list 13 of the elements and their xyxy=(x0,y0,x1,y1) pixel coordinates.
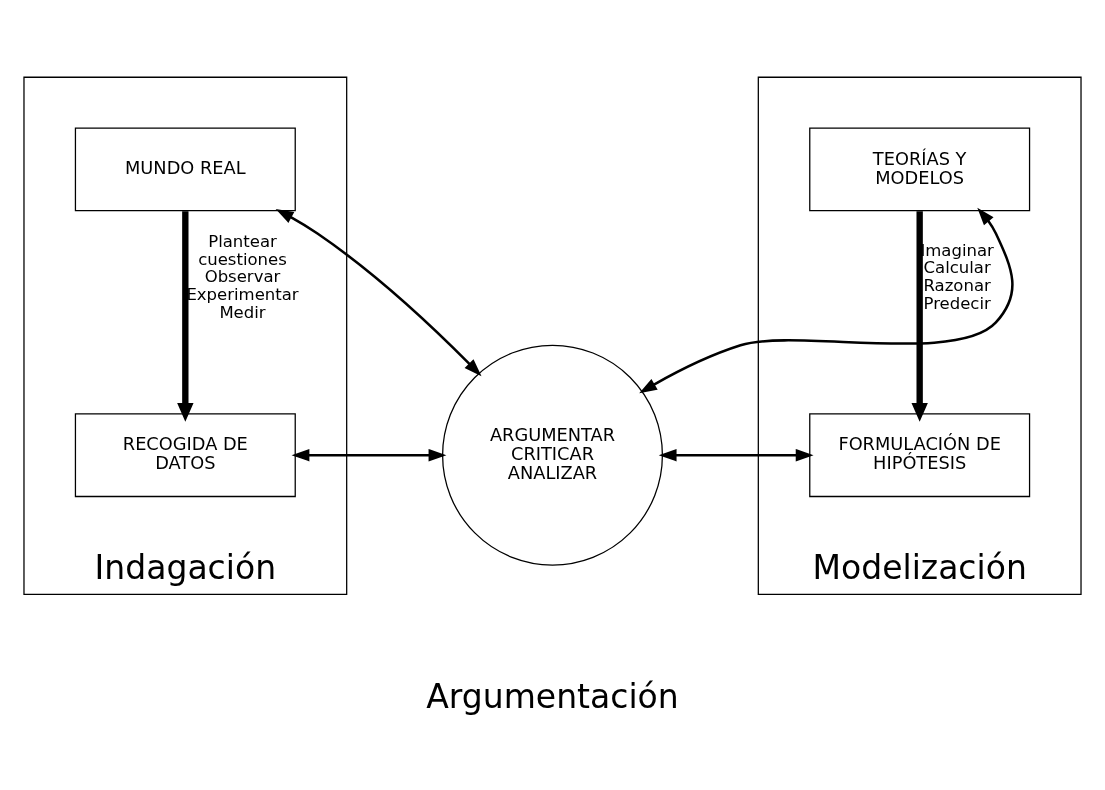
node-box: FORMULACIÓN DE HIPÓTESIS xyxy=(809,412,1031,497)
label: Argumentación xyxy=(426,676,679,716)
arrow xyxy=(639,207,1014,393)
arrow xyxy=(177,210,194,422)
node-circle: ARGUMENTAR CRITICAR ANALIZAR xyxy=(441,344,664,566)
node-box: TEORÍAS Y MODELOS xyxy=(809,126,1031,211)
arrow xyxy=(658,448,814,461)
node-box: MUNDO REAL xyxy=(74,126,296,211)
arrow xyxy=(911,210,928,422)
arrow xyxy=(275,208,482,376)
arrow xyxy=(291,448,447,461)
node-box: RECOGIDA DE DATOS xyxy=(74,412,296,497)
edge-label: Plantear cuestiones Observar Experimentar Medir xyxy=(186,231,299,322)
